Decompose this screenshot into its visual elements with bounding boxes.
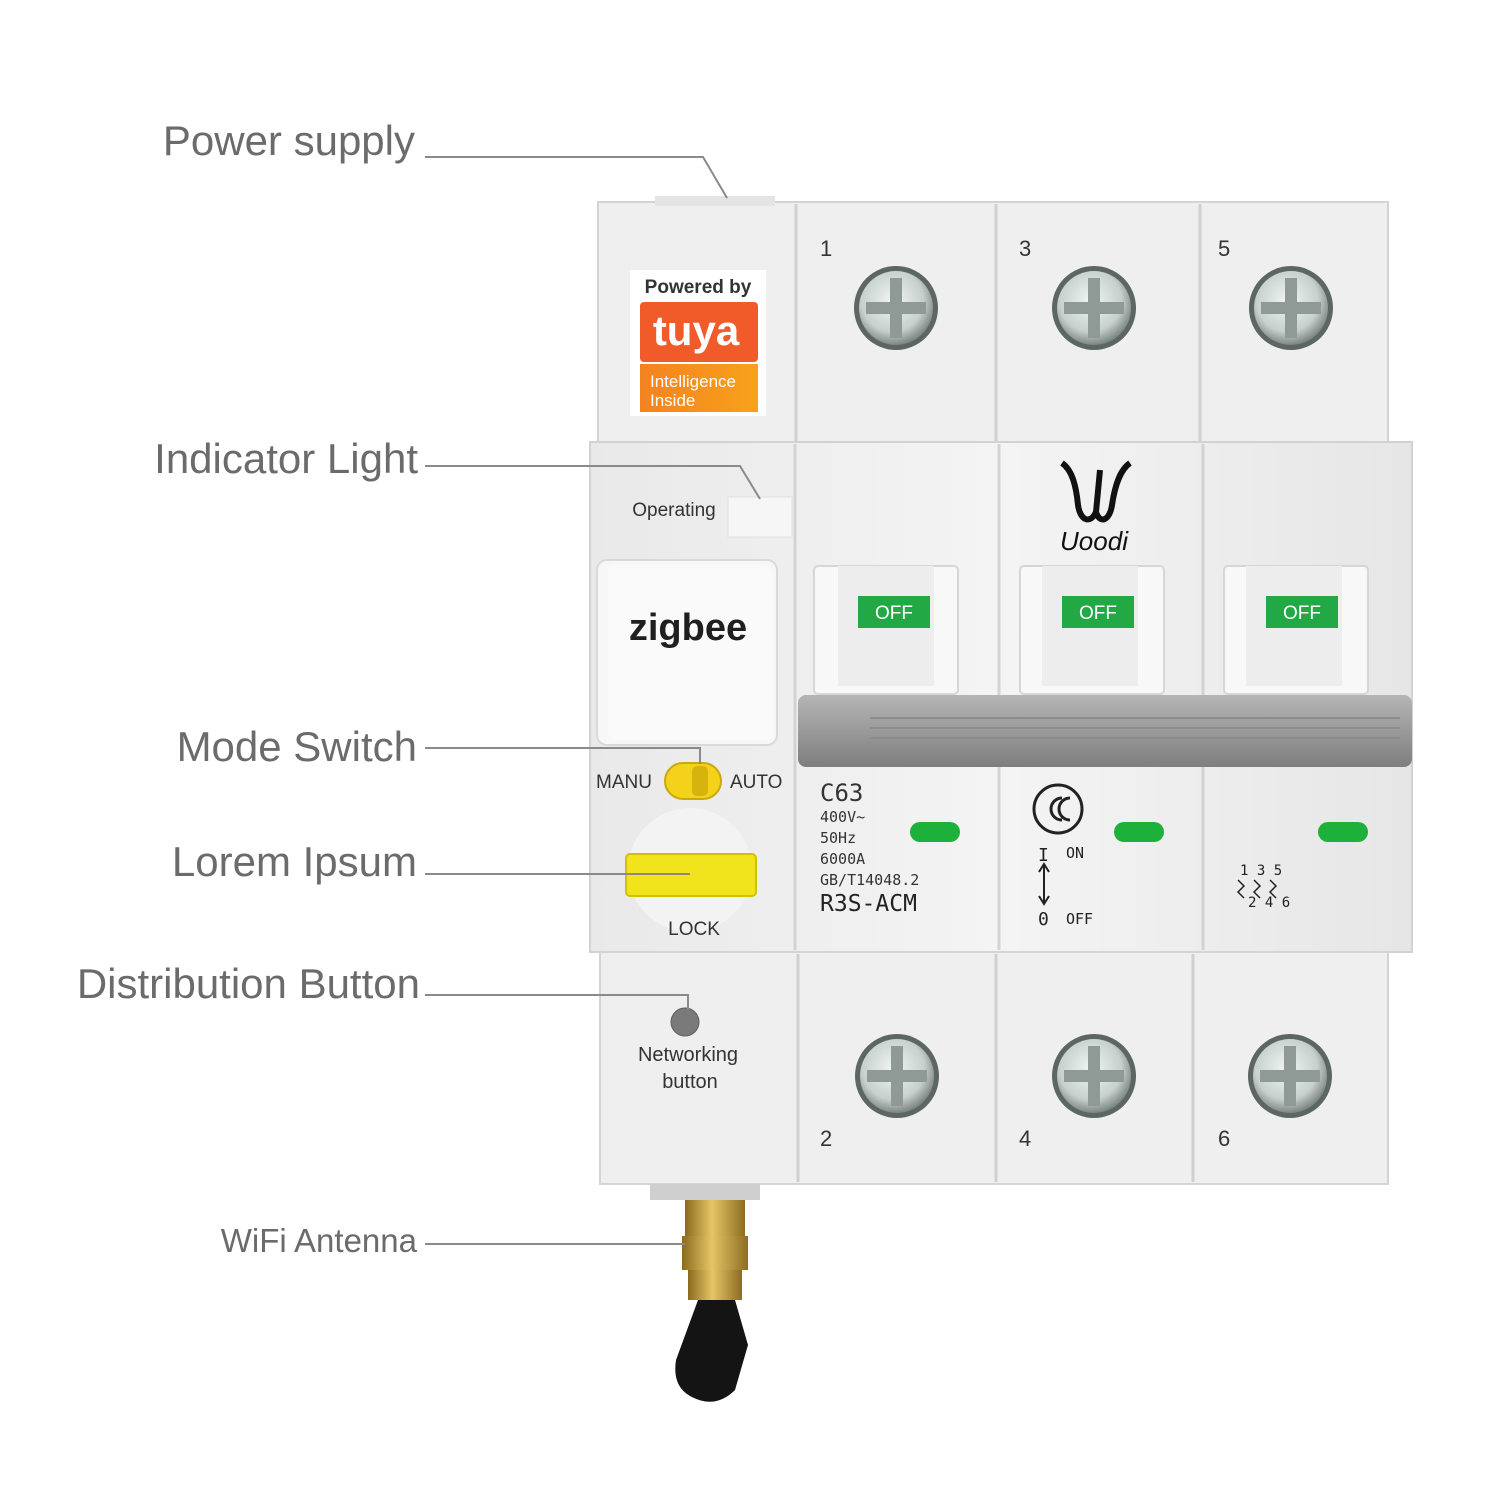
spec-breaking-capacity: 6000A (820, 850, 865, 868)
terminal-number-2: 2 (820, 1126, 832, 1151)
callout-mode-switch: Mode Switch (176, 723, 417, 770)
pole-switch-2[interactable]: OFF (1019, 565, 1165, 695)
networking-label-2: button (662, 1071, 718, 1093)
callout-lorem-ipsum: Lorem Ipsum (171, 838, 417, 885)
indicator-light (727, 496, 793, 538)
spec-standard: GB/T14048.2 (820, 871, 919, 889)
callout-power-supply: Power supply (162, 117, 415, 164)
terminal-screw-3 (1052, 266, 1136, 350)
callout-wifi-antenna: WiFi Antenna (220, 1222, 417, 1259)
on-label: ON (1066, 844, 1084, 862)
uoodi-logo: Uoodi (1060, 460, 1132, 556)
terminal-number-5: 5 (1218, 236, 1230, 261)
operating-label: Operating (632, 500, 715, 521)
pole-switch-3[interactable]: OFF (1223, 565, 1369, 695)
networking-label-1: Networking (638, 1044, 738, 1066)
spec-model-code: C63 (820, 779, 863, 807)
logo-script: Uoodi (1060, 526, 1129, 556)
off-symbol: 0 (1038, 909, 1049, 930)
callout-distribution-button: Distribution Button (76, 960, 420, 1007)
spec-frequency: 50Hz (820, 829, 856, 847)
mode-manu-label: MANU (596, 772, 652, 793)
status-light-1 (910, 822, 960, 842)
zigbee-label: zigbee (629, 607, 747, 649)
off-label: OFF (1066, 910, 1093, 928)
terminal-number-6: 6 (1218, 1126, 1230, 1151)
badge-tagline-1: Intelligence (650, 372, 736, 391)
spec-voltage: 400V~ (820, 808, 865, 826)
status-light-2 (1114, 822, 1164, 842)
mode-auto-label: AUTO (730, 772, 782, 793)
pole-switch-1[interactable]: OFF (813, 565, 959, 695)
terminal-number-1: 1 (820, 236, 832, 261)
terminal-screw-1 (854, 266, 938, 350)
status-light-3 (1318, 822, 1368, 842)
tuya-badge: Powered by tuya Intelligence Inside (630, 270, 766, 416)
terminal-number-4: 4 (1019, 1126, 1031, 1151)
terminal-screw-2 (855, 1034, 939, 1118)
wiring-diagram: 1 3 5 2 4 6 (1236, 863, 1290, 911)
wifi-antenna (650, 1184, 760, 1402)
badge-powered-by: Powered by (645, 277, 752, 298)
on-symbol: I (1038, 845, 1049, 866)
terminal-screw-4 (1052, 1034, 1136, 1118)
diagram-bottom: 2 4 6 (1248, 895, 1290, 911)
switch-state-3: OFF (1283, 603, 1321, 624)
switch-state-2: OFF (1079, 603, 1117, 624)
switch-state-1: OFF (875, 603, 913, 624)
ccc-mark (1032, 783, 1084, 835)
spec-model: R3S-ACM (820, 891, 917, 917)
callout-indicator-light: Indicator Light (154, 435, 418, 482)
diagram-top: 1 3 5 (1240, 863, 1282, 879)
lock-label: LOCK (668, 919, 720, 940)
badge-brand: tuya (653, 307, 740, 354)
terminal-number-3: 3 (1019, 236, 1031, 261)
badge-tagline-2: Inside (650, 391, 695, 410)
terminal-screw-6 (1248, 1034, 1332, 1118)
terminal-screw-5 (1249, 266, 1333, 350)
networking-button[interactable] (670, 1007, 700, 1037)
